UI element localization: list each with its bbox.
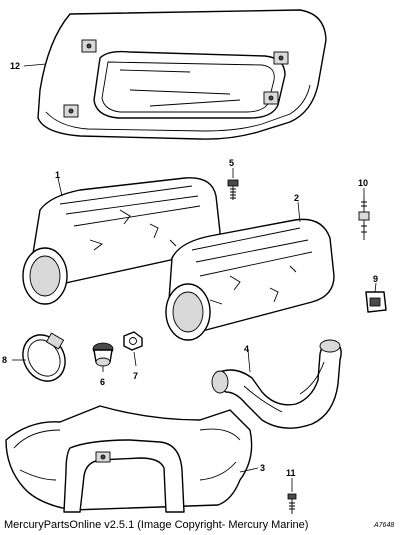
callout-9: 9 xyxy=(373,274,378,284)
part-9-clip[interactable] xyxy=(365,291,387,313)
part-3-lower-cover[interactable] xyxy=(5,405,253,513)
figure-id: A7648 xyxy=(374,522,395,529)
part-10-stud[interactable] xyxy=(358,196,370,240)
callout-3: 3 xyxy=(260,463,265,473)
part-6-grommet[interactable] xyxy=(92,342,114,367)
callout-7: 7 xyxy=(133,371,138,381)
callout-10: 10 xyxy=(358,178,368,188)
callout-4: 4 xyxy=(244,344,249,354)
part-11-screw[interactable] xyxy=(287,493,297,514)
part-4-hose[interactable] xyxy=(211,339,342,429)
callout-1: 1 xyxy=(55,170,60,180)
callout-12: 12 xyxy=(10,61,20,71)
callout-11: 11 xyxy=(286,468,296,478)
callout-6: 6 xyxy=(100,377,105,387)
callout-5: 5 xyxy=(229,158,234,168)
callout-2: 2 xyxy=(294,193,299,203)
part-2-silencer[interactable] xyxy=(165,218,335,341)
part-5-screw[interactable] xyxy=(227,179,239,200)
part-8-clamp[interactable] xyxy=(15,327,74,389)
part-7-nut[interactable] xyxy=(123,331,143,351)
callout-8: 8 xyxy=(2,355,7,365)
part-12-cover[interactable] xyxy=(37,9,327,140)
copyright-footer: MercuryPartsOnline v2.5.1 (Image Copyrig… xyxy=(4,519,309,531)
